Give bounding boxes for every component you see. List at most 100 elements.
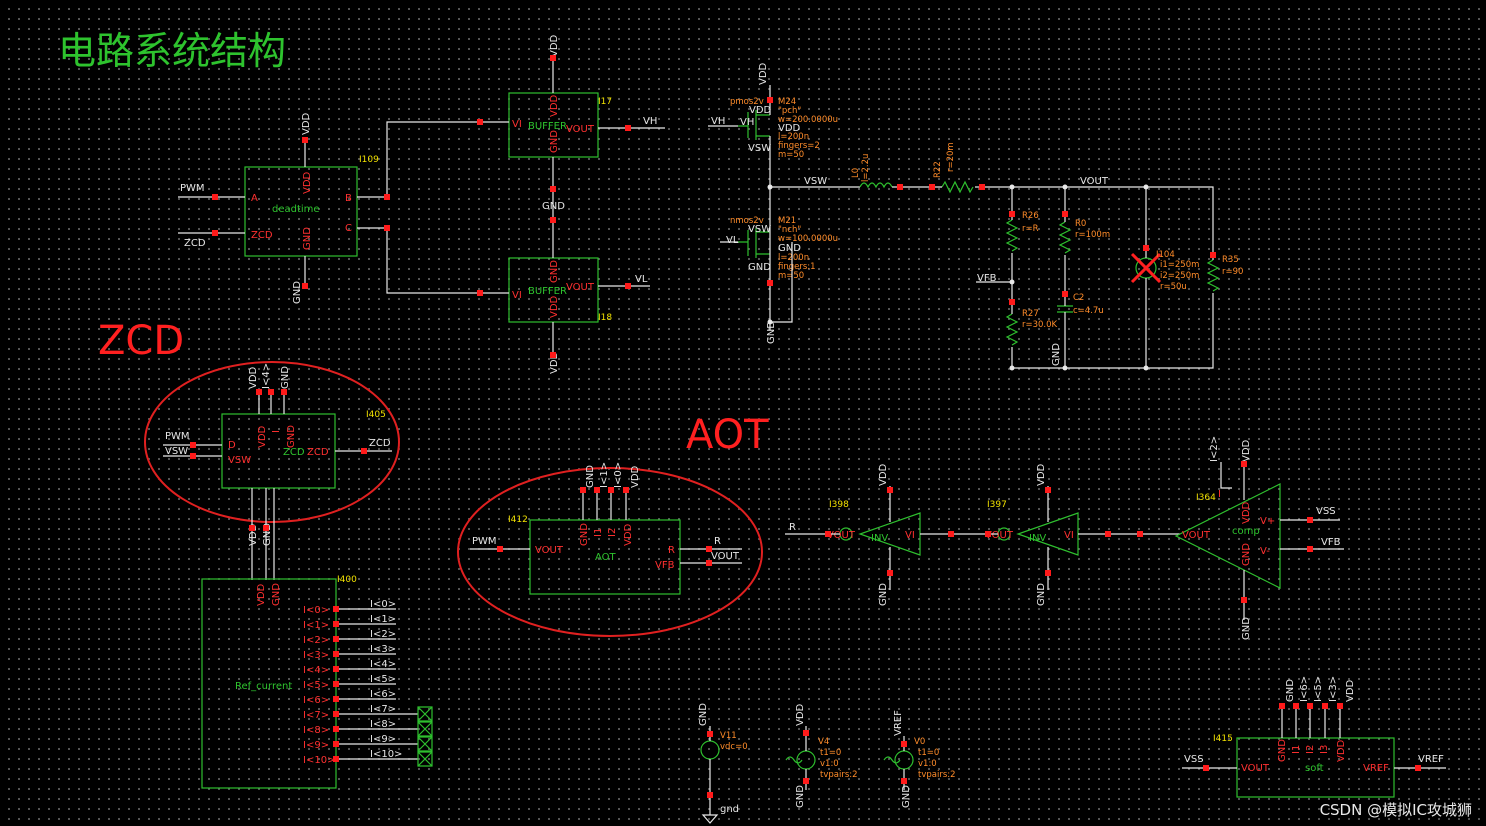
m21-pin-gnd: GND [748, 262, 771, 273]
ref-net-8: I<8> [370, 719, 396, 730]
inv2-instance: I397 [987, 500, 1007, 510]
ref-net-4: I<4> [370, 659, 396, 670]
resistor-r0[interactable]: R0 r=100m [1058, 219, 1110, 254]
zcd-pin-zcd: ZCD [307, 447, 329, 458]
pin-marker [580, 487, 586, 493]
pin-marker [268, 389, 274, 395]
nmos-m21[interactable]: nmos2v M21 "nch" w=100.0000u l=200n fing… [726, 216, 838, 281]
resistor-r35[interactable]: R35 r=90 [1206, 255, 1243, 292]
zcd-pwm-net: PWM [165, 431, 190, 442]
inv2-vdd-net: VDD [1036, 463, 1047, 486]
ref-current-name: Ref_current [235, 681, 292, 692]
pin-marker [190, 442, 196, 448]
soft-instance: I415 [1213, 734, 1233, 744]
comparator-i364[interactable]: I364 comp V+ V- VOUT VDD GND I [1174, 483, 1281, 589]
comp-symbol [1174, 483, 1281, 589]
m24-param-4: m=50 [778, 150, 804, 160]
v0-gnd-net: GND [901, 785, 912, 808]
pin-marker [497, 546, 503, 552]
ref-net-0: I<0> [370, 599, 396, 610]
buffer-low[interactable]: I18 BUFFER VI VOUT GND VDD [508, 257, 612, 323]
soft-i6-net: I<6> [1299, 676, 1310, 702]
zcd-pin-gnd: GND [286, 425, 297, 448]
aot-pin-i1: I1 [593, 528, 604, 537]
pin-marker [281, 389, 287, 395]
resistor-r27[interactable]: R27 r=30.0K [1005, 309, 1058, 346]
deadtime-pin-gnd: GND [302, 227, 313, 250]
pin-marker [361, 448, 367, 454]
buffer-high-pin-vdd: VDD [549, 94, 560, 117]
net-vl-label: VL [635, 274, 648, 285]
ref-pin-marker-0 [333, 606, 339, 612]
pin-marker [887, 487, 893, 493]
l0-instance: L0 [851, 168, 861, 178]
pin-marker [1241, 461, 1247, 467]
deadtime-pin-zcd: ZCD [251, 230, 273, 241]
ref-net-1: I<1> [370, 614, 396, 625]
buffer-high[interactable]: I17 BUFFER VI VOUT VDD GND [508, 92, 612, 158]
pin-marker [384, 225, 390, 231]
v4-param-2: tvpairs:2 [820, 770, 858, 780]
ref-pin-2: I<2> [303, 635, 329, 646]
pin-marker [707, 792, 713, 798]
v0-symbol [894, 750, 914, 770]
ref-pin-marker-7 [333, 711, 339, 717]
inductor-l0[interactable]: L0 l=2.2u [851, 154, 893, 189]
load-i104[interactable]: I104 i1=250m i2=250m r=50u [1130, 250, 1199, 292]
i104-param-2: r=50u [1160, 282, 1187, 292]
zcd-pin-vsw: VSW [228, 455, 251, 466]
soft-pin-vdd: VDD [1336, 739, 1347, 762]
inverter-i398[interactable]: I398 INV VI VOUT [827, 500, 921, 556]
pin-marker [1105, 531, 1111, 537]
power-gnd-net: GND [766, 321, 777, 344]
resistor-r26[interactable]: R26 r=R [1005, 211, 1039, 252]
buffer-high-name: BUFFER [528, 121, 567, 132]
aot-annotation: AOT [686, 412, 769, 458]
pmos-m24[interactable]: pmos2v M24 "pch" w=200.0000u l=200n fing… [730, 97, 838, 160]
pin-markers [190, 55, 1421, 798]
pin-marker [901, 741, 907, 747]
zcd-gnd-net: GND [280, 366, 291, 389]
inverter-i397[interactable]: I397 INV VI VOUT [985, 500, 1079, 556]
buffer-low-pin-gnd: GND [549, 260, 560, 283]
r27-instance: R27 [1022, 309, 1039, 319]
pin-marker [1241, 597, 1247, 603]
pwl-source-v4[interactable]: V4 t1=0 v1:0 tvpairs:2 [785, 737, 858, 780]
pin-marker [887, 570, 893, 576]
v11-symbol [700, 740, 720, 760]
noconn-box-7 [417, 706, 433, 722]
zcd-pin-vdd: VDD [257, 425, 268, 448]
soft-vdd-net: VDD [1345, 679, 1356, 702]
aot-pin-r: R [668, 545, 675, 556]
ref-pin-5: I<5> [303, 680, 329, 691]
pin-marker [979, 184, 985, 190]
pin-marker [263, 525, 269, 531]
pin-marker [706, 546, 712, 552]
ref-current-block[interactable]: I400 Ref_current VDD GND I<0>I<0>I<1>I<1… [201, 575, 433, 789]
pin-marker [1062, 291, 1068, 297]
inv2-name: INV [1029, 533, 1046, 544]
pwl-source-v0[interactable]: V0 t1=0 v1:0 tvpairs:2 [883, 737, 956, 780]
inv1-name: INV [871, 533, 888, 544]
inv1-instance: I398 [829, 500, 849, 510]
i104-param-1: i2=250m [1160, 271, 1199, 281]
c2-symbol [1057, 305, 1073, 313]
buffer-high-pin-gnd: GND [549, 130, 560, 153]
r0-instance: R0 [1075, 219, 1086, 229]
ref-pin-6: I<6> [303, 695, 329, 706]
v4-wave [785, 756, 803, 764]
aot-block[interactable]: I412 AOT VOUT GND I1 I2 VDD R VFB [508, 515, 681, 595]
pin-marker [477, 119, 483, 125]
ref-pin-marker-10 [333, 756, 339, 762]
deadtime-block[interactable]: I109 deadtime A ZCD B C VDD GND [244, 155, 379, 257]
soft-name: soft [1305, 763, 1324, 774]
resistor-r22[interactable]: R22 r=20m [933, 142, 974, 194]
comp-gnd-net: GND [1241, 617, 1252, 640]
deadtime-instance: I109 [359, 155, 379, 165]
deadtime-wires [178, 121, 480, 294]
zcd-pin-i: I [271, 430, 282, 433]
soft-start-block[interactable]: I415 soft VOUT GND I1 I2 I3 VDD VREF [1213, 734, 1395, 798]
ref-pin-7: I<7> [303, 710, 329, 721]
aot-i1-net: I<1> [599, 462, 610, 488]
